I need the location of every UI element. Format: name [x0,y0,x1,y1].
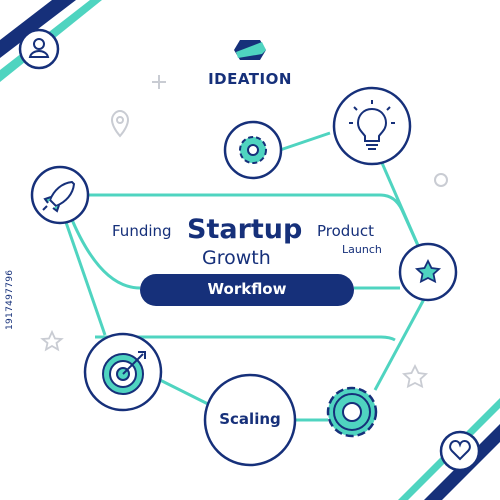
growth-label: Growth [202,247,271,269]
user-badge [18,28,60,70]
rocket-icon [42,180,76,213]
rocket-node [30,165,90,225]
logo-icon [234,40,266,60]
gear-node [223,120,283,180]
funding-label: Funding [112,222,172,240]
decor-star-left [40,329,64,352]
star-icon [414,258,442,284]
brand-name: IDEATION [208,70,292,88]
scaling-label: Scaling [219,410,281,428]
connectors [58,131,432,422]
lightbulb-icon [349,100,395,150]
gear-icon [239,136,267,164]
lightbulb-node [332,86,412,166]
location-pin-icon [110,109,130,138]
target-icon [102,351,146,395]
star-node [398,242,458,302]
heart-icon [449,439,471,461]
watermark-id: 1917497796 [5,269,15,330]
decor-star-right [401,363,429,389]
workflow-label: Workflow [207,280,287,298]
startup-label: Startup [187,214,303,245]
target-node [83,332,163,412]
decor-circle [434,173,448,187]
heart-badge [439,430,481,472]
decor-plus [152,75,166,89]
user-icon [28,38,50,58]
launch-label: Launch [342,243,382,256]
scaling-node [203,373,297,467]
big-gear-icon [326,386,378,438]
workflow-pill: Workflow [140,274,354,306]
product-label: Product [317,222,374,240]
